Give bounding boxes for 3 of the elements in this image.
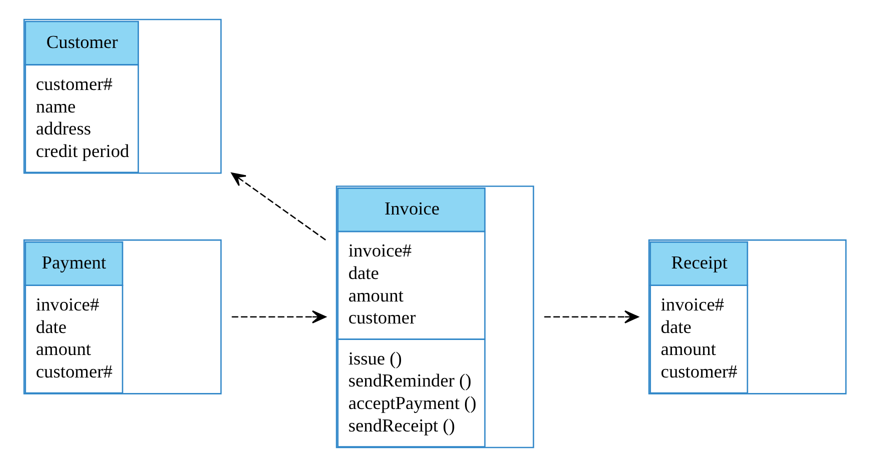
arrow: [231, 172, 326, 240]
arrow: [232, 310, 326, 323]
arrow: [544, 310, 639, 323]
